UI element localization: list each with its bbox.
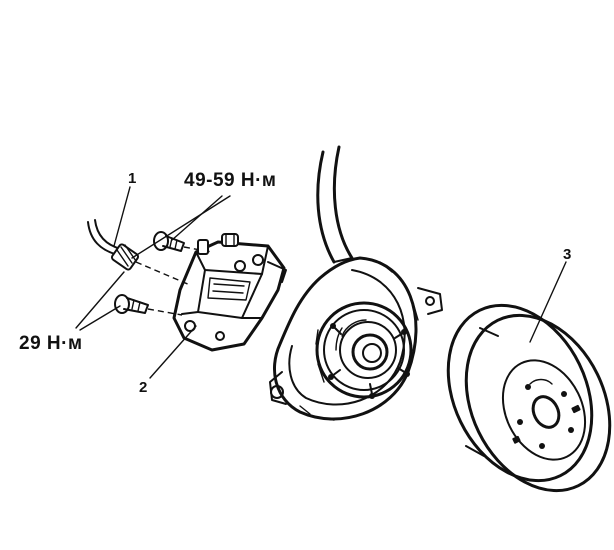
disc-hole xyxy=(517,419,523,425)
bolt-axis-lower xyxy=(147,308,183,316)
wheel-hub xyxy=(315,301,413,399)
brake-disc xyxy=(446,303,612,493)
dust-shield xyxy=(272,256,419,421)
leader-lines xyxy=(75,186,567,379)
callout-part-2: 2 xyxy=(139,379,147,396)
bleeder-screw xyxy=(221,233,239,247)
wheel-stud xyxy=(394,329,407,339)
wheel-stud xyxy=(328,369,341,380)
wheel-stud xyxy=(397,367,410,377)
torque-label-hose-fitting: 29 Н·м xyxy=(19,333,83,354)
brake-hose xyxy=(87,219,139,271)
disc-hole xyxy=(539,443,545,449)
steering-knuckle xyxy=(269,145,443,405)
hose-fitting xyxy=(111,243,139,271)
callout-part-1: 1 xyxy=(128,170,136,187)
disc-hole xyxy=(561,391,567,397)
brake-caliper xyxy=(172,233,287,352)
torque-label-caliper-bolts: 49-59 Н·м xyxy=(184,170,276,191)
caliper-bolt-lower xyxy=(114,294,149,314)
disc-hole xyxy=(568,427,574,433)
caliper-bolt-upper xyxy=(153,231,185,252)
callout-part-3: 3 xyxy=(563,246,571,263)
disc-hole xyxy=(525,384,531,390)
wheel-stud xyxy=(330,323,342,335)
wheel-stud xyxy=(369,383,375,399)
hose-axis xyxy=(135,261,191,286)
